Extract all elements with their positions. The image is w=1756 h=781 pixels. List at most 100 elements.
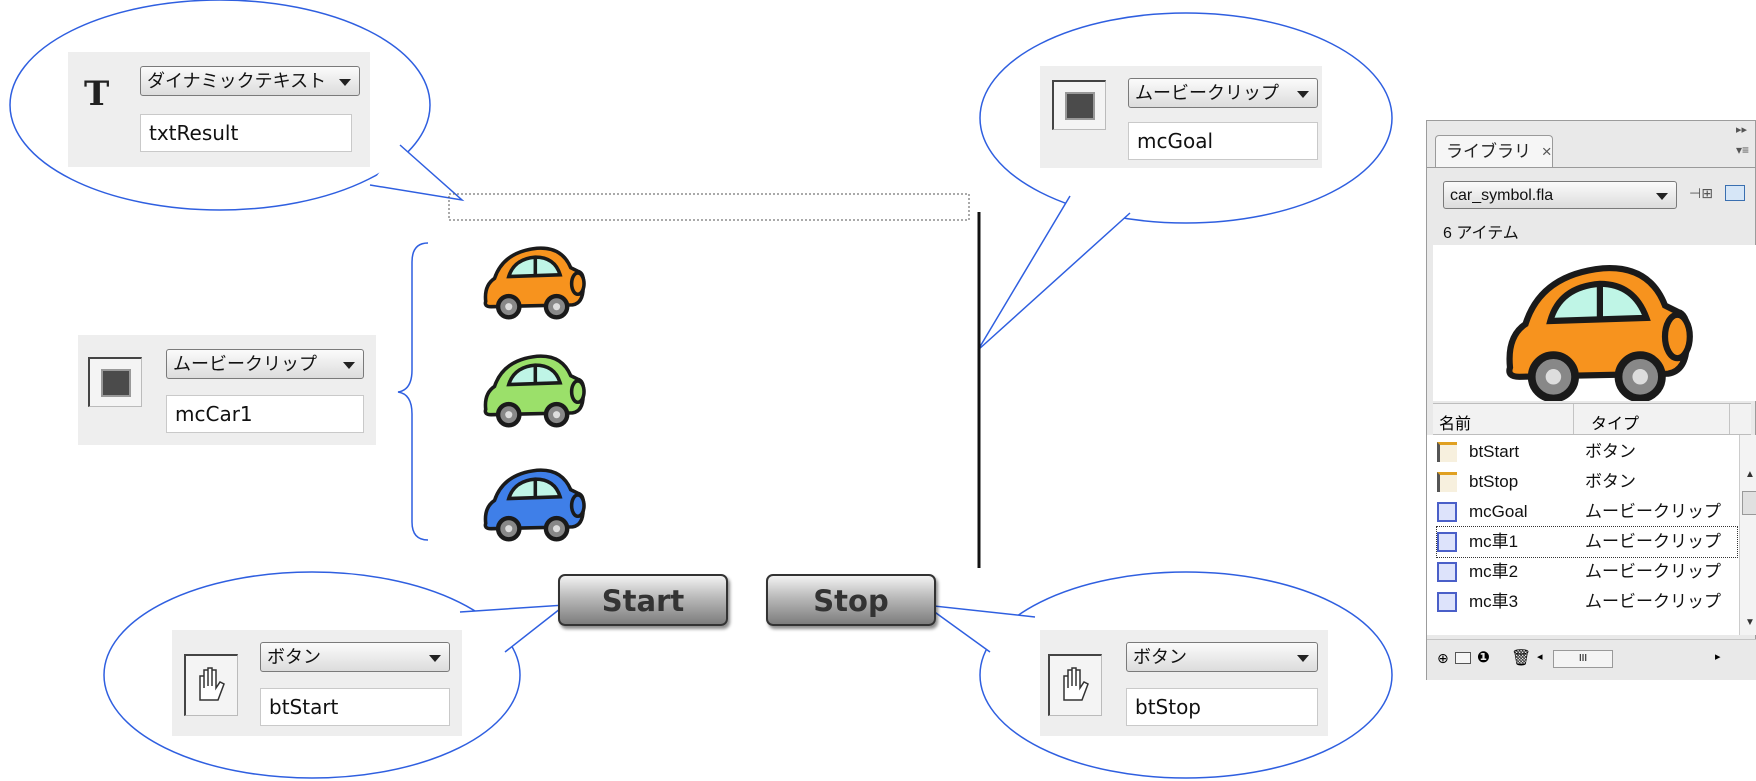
chevron-down-icon — [1656, 193, 1668, 200]
stop-type-dropdown[interactable]: ボタン — [1126, 642, 1318, 672]
symbol-preview — [1433, 245, 1756, 403]
dynamic-text-box — [448, 193, 970, 221]
close-icon[interactable]: × — [1541, 142, 1552, 161]
movieclip-symbol-icon — [1052, 80, 1106, 130]
start-type-dropdown[interactable]: ボタン — [260, 642, 450, 672]
library-panel: ▸▸ ▾≡ ライブラリ × car_symbol.fla ⊣⊞ 6 アイテム 名… — [1426, 120, 1756, 680]
preview-car — [1506, 265, 1693, 403]
library-item[interactable]: btStart ボタン — [1437, 437, 1737, 467]
chevron-down-icon — [1297, 655, 1309, 662]
library-item-name: mc車1 — [1469, 532, 1519, 551]
start-type-label: ボタン — [267, 647, 321, 668]
scroll-up-icon[interactable]: ▲ — [1745, 469, 1755, 480]
movieclip-icon — [1437, 592, 1457, 612]
stop-property-panel: ボタン btStop — [1040, 630, 1328, 736]
new-folder-icon[interactable] — [1455, 652, 1471, 664]
library-item-name: mc車2 — [1469, 562, 1519, 581]
car-type-label: ムービークリップ — [173, 354, 317, 375]
car-3[interactable] — [468, 462, 592, 548]
callout-pointer-start — [459, 604, 568, 653]
chevron-down-icon — [429, 655, 441, 662]
button-icon — [1437, 472, 1457, 492]
library-item[interactable]: mcGoal ムービークリップ — [1437, 497, 1737, 527]
stop-type-label: ボタン — [1133, 647, 1187, 668]
text-property-panel: T ダイナミックテキスト txtResult — [68, 52, 370, 167]
library-item-name: mc車3 — [1469, 592, 1519, 611]
library-file-name: car_symbol.fla — [1450, 187, 1554, 204]
movieclip-symbol-icon — [88, 357, 142, 407]
library-item-type: ムービークリップ — [1585, 532, 1721, 551]
library-file-dropdown[interactable]: car_symbol.fla — [1443, 181, 1677, 209]
goal-instance-name-field[interactable]: mcGoal — [1128, 122, 1318, 160]
goal-type-label: ムービークリップ — [1135, 83, 1279, 104]
car-group-brace — [397, 242, 429, 541]
callout-bubble-text — [9, 0, 431, 211]
library-tab[interactable]: ライブラリ × — [1435, 135, 1553, 167]
button-symbol-icon — [184, 654, 238, 716]
chevron-down-icon — [343, 362, 355, 369]
library-item-type: ボタン — [1585, 472, 1636, 491]
library-item[interactable]: btStop ボタン — [1437, 467, 1737, 497]
movieclip-icon — [1437, 532, 1457, 552]
library-item[interactable]: mc車1 ムービークリップ — [1436, 526, 1738, 558]
properties-icon[interactable]: ❶ — [1477, 649, 1490, 666]
text-type-label: ダイナミックテキスト — [147, 71, 327, 92]
button-icon — [1437, 442, 1457, 462]
callout-bubble-start — [103, 571, 521, 779]
library-item[interactable]: mc車3 ムービークリップ — [1437, 587, 1737, 617]
panel-menu-icon[interactable]: ▾≡ — [1735, 143, 1749, 157]
start-instance-name-field[interactable]: btStart — [260, 688, 450, 726]
car-instance-name-field[interactable]: mcCar1 — [166, 395, 364, 433]
start-property-panel: ボタン btStart — [172, 630, 462, 736]
callout-pointer-text — [369, 144, 465, 202]
new-symbol-icon[interactable]: ⊕ — [1437, 650, 1449, 666]
library-item-name: mcGoal — [1469, 502, 1528, 521]
start-button[interactable]: Start — [558, 574, 728, 626]
callout-pointer-stop — [922, 603, 1036, 653]
callout-bubble-stop — [979, 571, 1393, 779]
horizontal-scrollbar[interactable]: III — [1553, 650, 1613, 668]
movieclip-icon — [1437, 562, 1457, 582]
library-item-list: btStart ボタン btStop ボタン mcGoal ムービークリップ mc車1 ムービ… — [1427, 435, 1739, 635]
car-1[interactable] — [468, 240, 592, 326]
library-item-type: ムービークリップ — [1585, 592, 1721, 611]
text-tool-icon: T — [84, 74, 110, 114]
library-item-type: ムービークリップ — [1585, 502, 1721, 521]
library-tab-label: ライブラリ — [1446, 142, 1531, 161]
library-item-name: btStart — [1469, 442, 1520, 461]
scroll-right-icon[interactable]: ▸ — [1715, 651, 1721, 663]
pin-icon[interactable]: ⊣⊞ — [1689, 185, 1713, 201]
car-2[interactable] — [468, 348, 592, 434]
item-count: 6 アイテム — [1443, 225, 1519, 242]
car-type-dropdown[interactable]: ムービークリップ — [166, 349, 364, 379]
scroll-down-icon[interactable]: ▼ — [1745, 617, 1755, 628]
scroll-thumb[interactable] — [1742, 491, 1756, 515]
panel-collapse-icon[interactable]: ▸▸ — [1735, 124, 1747, 136]
chevron-down-icon — [339, 79, 351, 86]
column-name-header[interactable]: 名前 — [1439, 416, 1472, 433]
library-toolbar: ⊕ ❶ 🗑 ◂ III ▸ — [1427, 639, 1756, 680]
chevron-down-icon — [1297, 91, 1309, 98]
button-symbol-icon — [1048, 654, 1102, 716]
library-list-header: 名前 タイプ — [1433, 403, 1751, 435]
callout-bubble-goal — [979, 12, 1393, 224]
callout-pointer-goal — [977, 195, 1131, 351]
goal-property-panel: ムービークリップ mcGoal — [1040, 66, 1322, 168]
stop-instance-name-field[interactable]: btStop — [1126, 688, 1318, 726]
goal-type-dropdown[interactable]: ムービークリップ — [1128, 78, 1318, 108]
text-instance-name-field[interactable]: txtResult — [140, 114, 352, 152]
movieclip-icon — [1437, 502, 1457, 522]
new-library-icon[interactable] — [1725, 185, 1745, 201]
scroll-left-icon[interactable]: ◂ — [1537, 651, 1543, 663]
car-property-panel: ムービークリップ mcCar1 — [78, 335, 376, 445]
stop-button[interactable]: Stop — [766, 574, 936, 626]
library-item[interactable]: mc車2 ムービークリップ — [1437, 557, 1737, 587]
library-item-type: ムービークリップ — [1585, 562, 1721, 581]
delete-icon[interactable]: 🗑 — [1511, 650, 1532, 667]
column-type-header[interactable]: タイプ — [1591, 416, 1640, 433]
library-item-name: btStop — [1469, 472, 1519, 491]
text-type-dropdown[interactable]: ダイナミックテキスト — [140, 66, 360, 96]
library-item-type: ボタン — [1585, 442, 1636, 461]
vertical-scrollbar[interactable]: ▲ ▼ — [1739, 435, 1756, 635]
